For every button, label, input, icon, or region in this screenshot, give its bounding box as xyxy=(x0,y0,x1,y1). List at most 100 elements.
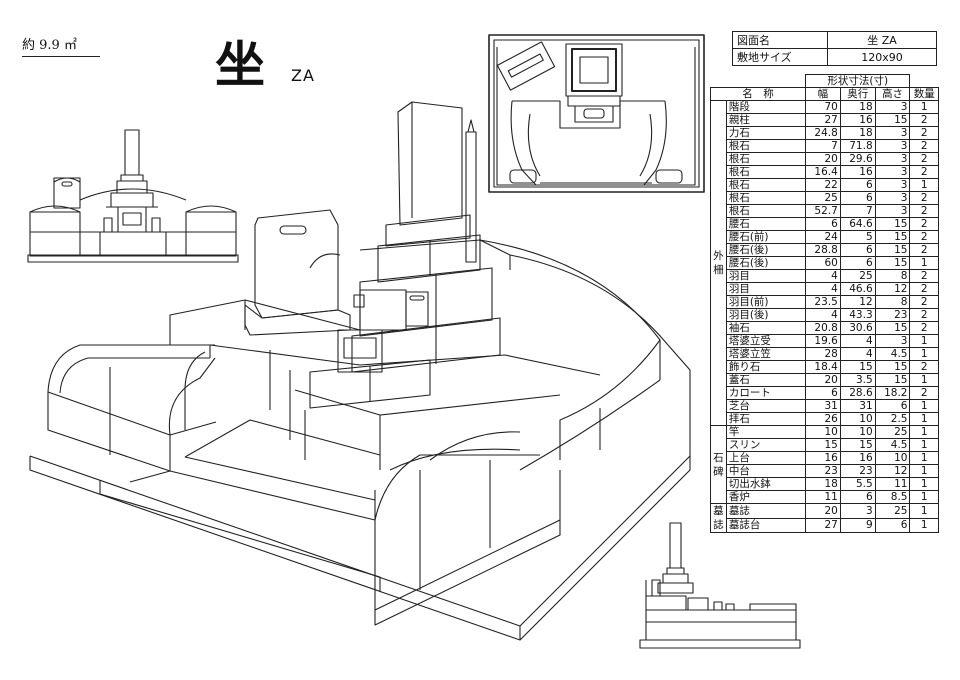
depth-cell: 64.6 xyxy=(839,217,876,231)
qty-cell: 1 xyxy=(909,373,939,387)
depth-cell: 25 xyxy=(839,269,876,283)
qty-cell: 2 xyxy=(909,152,939,166)
qty-cell: 2 xyxy=(909,308,939,322)
qty-cell: 1 xyxy=(909,517,939,533)
part-name: カロート xyxy=(725,386,806,400)
width-cell: 60 xyxy=(804,256,841,270)
part-name: 腰石(後) xyxy=(725,243,806,257)
part-name: スリン xyxy=(725,438,806,452)
qty-cell: 1 xyxy=(909,100,939,114)
part-name: 力石 xyxy=(725,126,806,140)
part-name: 腰石(後) xyxy=(725,256,806,270)
part-name: 拝石 xyxy=(725,412,806,426)
qty-cell: 2 xyxy=(909,139,939,153)
height-cell: 12 xyxy=(874,282,911,296)
qty-cell: 1 xyxy=(909,464,939,478)
width-cell: 18.4 xyxy=(804,360,841,374)
group-label: 墓誌 xyxy=(710,503,727,533)
height-cell: 11 xyxy=(874,477,911,491)
qty-cell: 2 xyxy=(909,243,939,257)
depth-cell: 4 xyxy=(839,334,876,348)
height-cell: 6 xyxy=(874,399,911,413)
qty-cell: 2 xyxy=(909,204,939,218)
height-cell: 8 xyxy=(874,269,911,283)
width-cell: 26 xyxy=(804,412,841,426)
part-name: 袖石 xyxy=(725,321,806,335)
qty-cell: 2 xyxy=(909,282,939,296)
part-name: 根石 xyxy=(725,139,806,153)
depth-cell: 12 xyxy=(839,295,876,309)
depth-cell: 9 xyxy=(839,517,876,533)
qty-cell: 2 xyxy=(909,165,939,179)
height-cell: 3 xyxy=(874,178,911,192)
col-width-header: 幅 xyxy=(804,87,841,101)
part-name: 香炉 xyxy=(725,490,806,504)
part-name: 切出水鉢 xyxy=(725,477,806,491)
height-cell: 3 xyxy=(874,126,911,140)
height-cell: 8.5 xyxy=(874,490,911,504)
qty-cell: 1 xyxy=(909,490,939,504)
width-cell: 20.8 xyxy=(804,321,841,335)
width-cell: 25 xyxy=(804,191,841,205)
spec-caption: 形状寸法(寸) xyxy=(804,74,911,88)
width-cell: 27 xyxy=(804,517,841,533)
width-cell: 70 xyxy=(804,100,841,114)
width-cell: 28.8 xyxy=(804,243,841,257)
part-name: 竿 xyxy=(725,425,806,439)
depth-cell: 3 xyxy=(839,503,876,519)
part-name: 中台 xyxy=(725,464,806,478)
height-cell: 4.5 xyxy=(874,438,911,452)
design-code: ZA xyxy=(291,66,315,85)
part-name: 羽目 xyxy=(725,269,806,283)
col-name-header: 名 称 xyxy=(710,87,806,101)
qty-cell: 1 xyxy=(909,412,939,426)
part-name: 根石 xyxy=(725,152,806,166)
qty-cell: 2 xyxy=(909,386,939,400)
height-cell: 3 xyxy=(874,100,911,114)
width-cell: 28 xyxy=(804,347,841,361)
info-value: 120x90 xyxy=(827,48,937,66)
part-name: 親柱 xyxy=(725,113,806,127)
part-name: 塔婆立受 xyxy=(725,334,806,348)
depth-cell: 43.3 xyxy=(839,308,876,322)
height-cell: 3 xyxy=(874,165,911,179)
qty-cell: 2 xyxy=(909,321,939,335)
width-cell: 6 xyxy=(804,217,841,231)
height-cell: 3 xyxy=(874,204,911,218)
width-cell: 4 xyxy=(804,269,841,283)
width-cell: 23 xyxy=(804,464,841,478)
depth-cell: 5.5 xyxy=(839,477,876,491)
height-cell: 2.5 xyxy=(874,412,911,426)
depth-cell: 16 xyxy=(839,165,876,179)
width-cell: 4 xyxy=(804,282,841,296)
group-label: 外柵 xyxy=(710,100,727,426)
depth-cell: 4 xyxy=(839,347,876,361)
spec-header-row: 名 称 幅 奥行 高さ 数量 xyxy=(710,87,939,101)
part-name: 腰石 xyxy=(725,217,806,231)
width-cell: 15 xyxy=(804,438,841,452)
part-name: 上台 xyxy=(725,451,806,465)
width-cell: 18 xyxy=(804,477,841,491)
part-name: 塔婆立笠 xyxy=(725,347,806,361)
height-cell: 8 xyxy=(874,295,911,309)
qty-cell: 2 xyxy=(909,269,939,283)
height-cell: 15 xyxy=(874,217,911,231)
width-cell: 31 xyxy=(804,399,841,413)
qty-cell: 1 xyxy=(909,451,939,465)
qty-cell: 2 xyxy=(909,295,939,309)
